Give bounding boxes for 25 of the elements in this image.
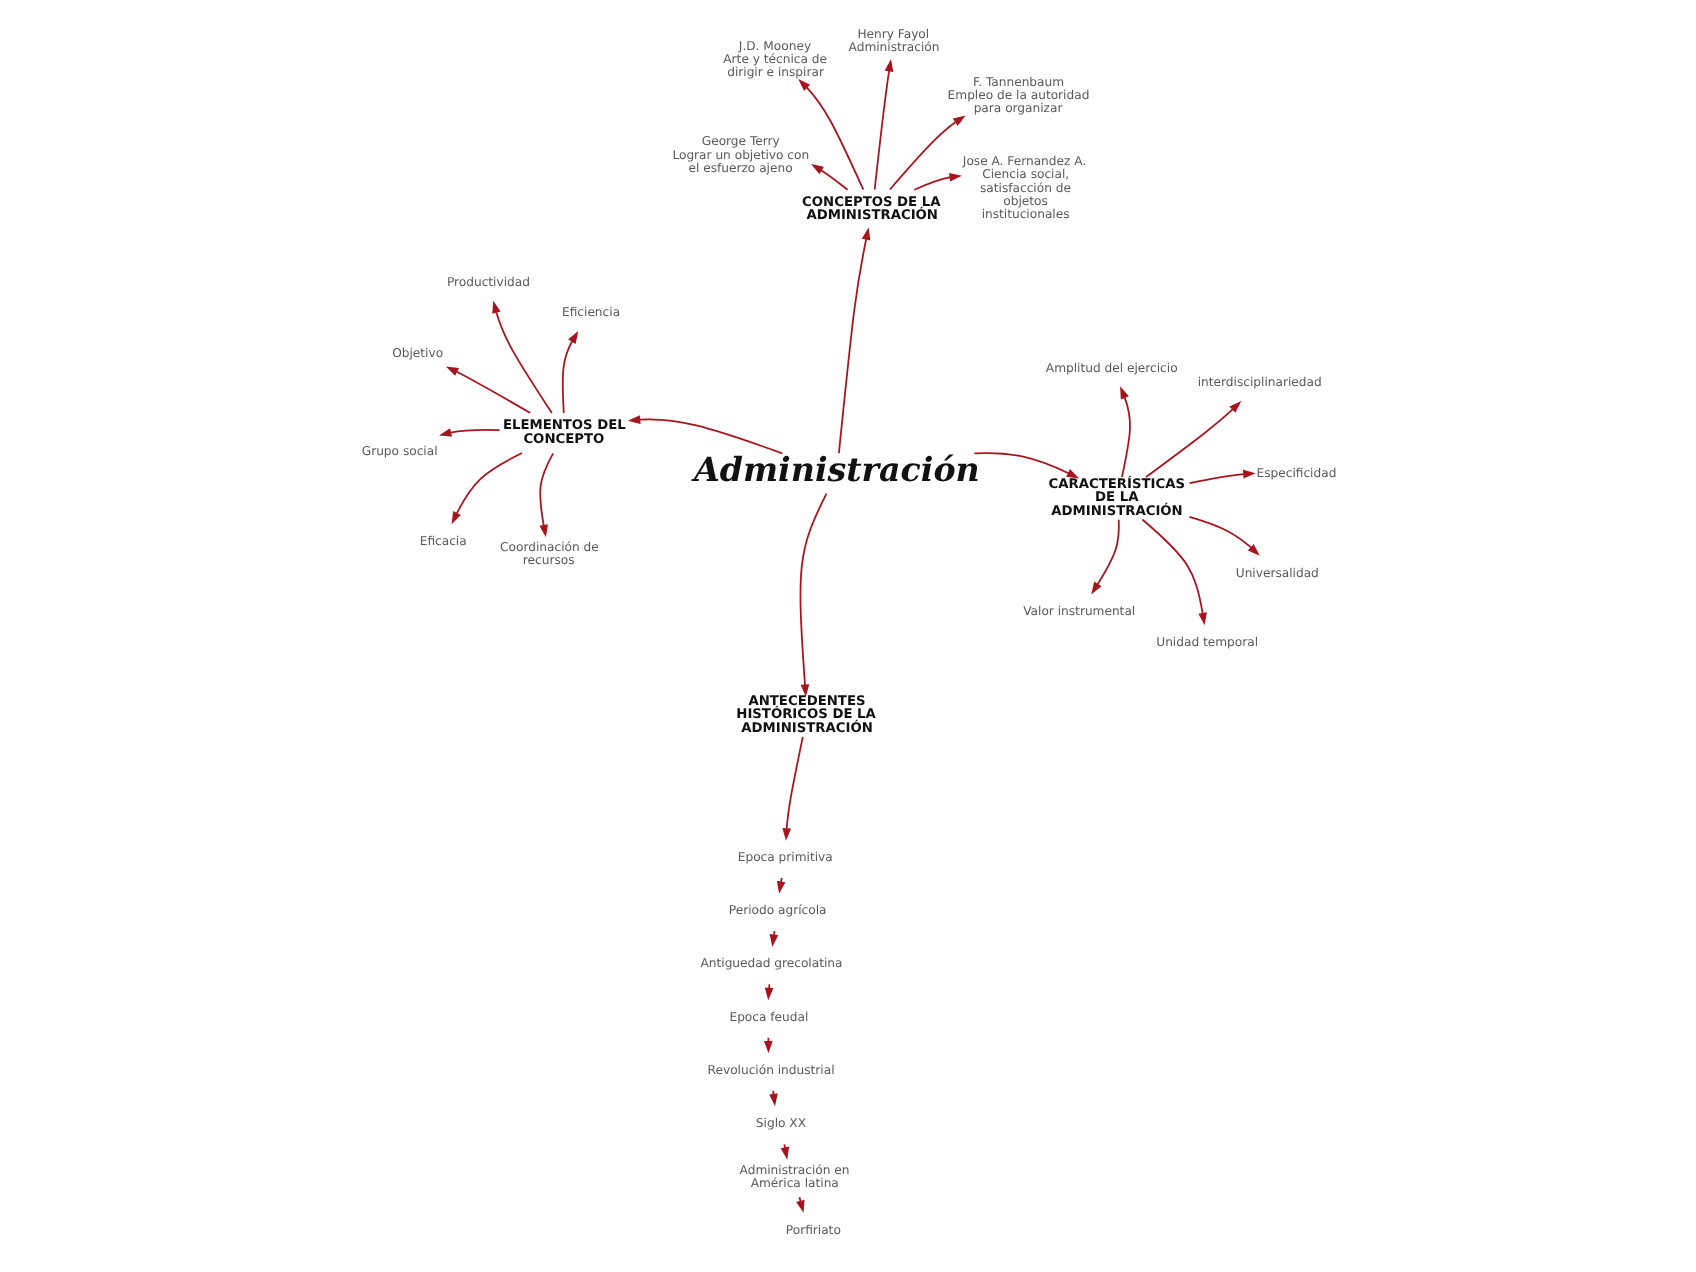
arrow [437, 428, 500, 437]
arrow [872, 59, 893, 191]
arrow [538, 452, 553, 538]
arrow [450, 452, 522, 525]
arrow [781, 736, 803, 841]
node-text: Administración [692, 448, 979, 489]
arrow [1119, 386, 1130, 478]
arrow [1144, 401, 1241, 478]
arrow [837, 227, 870, 454]
arrow [810, 164, 848, 191]
arrow [1187, 515, 1259, 556]
arrow [972, 452, 1079, 479]
arrow [798, 492, 827, 697]
arrow [768, 930, 778, 947]
arrow [763, 983, 773, 1001]
arrow [626, 415, 783, 455]
arrow [1090, 518, 1119, 595]
arrow [1187, 469, 1255, 484]
arrow [887, 115, 965, 191]
arrow [491, 300, 552, 414]
arrow [797, 79, 864, 191]
arrow [912, 172, 961, 191]
arrow [444, 366, 531, 414]
arrow [560, 331, 578, 414]
arrow [1140, 518, 1206, 626]
